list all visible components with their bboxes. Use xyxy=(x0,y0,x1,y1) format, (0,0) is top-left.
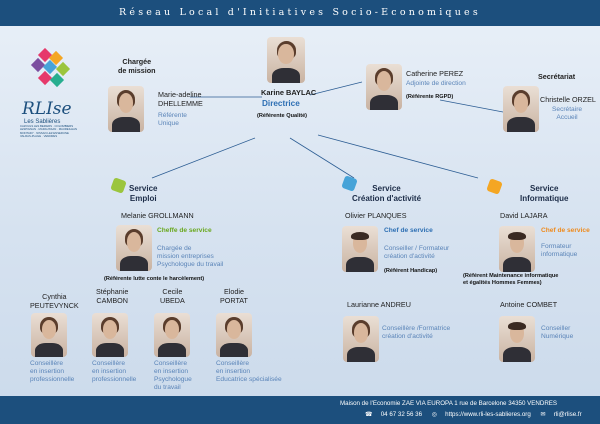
creation-chef-role: Conseiller / Formateur création d'activi… xyxy=(384,245,450,260)
footer-email[interactable]: rli@rlise.fr xyxy=(553,411,582,418)
footer: Maison de l'Economie ZAE VIA EUROPA 1 ru… xyxy=(0,396,600,424)
mail-icon: ✉ xyxy=(540,411,546,418)
adjointe-name: Catherine PEREZ xyxy=(406,69,464,78)
emploi-staff-photo xyxy=(216,313,252,357)
adjointe-role: Adjointe de direction xyxy=(406,80,466,87)
service-emploi-title: Service Emploi xyxy=(129,184,158,203)
directrice-name: Karine BAYLAC xyxy=(261,88,317,97)
emploi-staff-name: Elodie PORTAT xyxy=(220,287,248,305)
emploi-chef-badge: Cheffe de service xyxy=(157,227,212,234)
secretariat-label: Secrétariat xyxy=(538,72,576,81)
creation-staff-role: Conseillère /Formatrice création d'activ… xyxy=(382,325,451,340)
emploi-staff-role: Conseillère en insertion professionnelle xyxy=(92,360,137,383)
emploi-staff-photo xyxy=(154,313,190,357)
informatique-staff-name: Antoine COMBET xyxy=(500,300,558,309)
creation-staff-photo xyxy=(343,316,379,362)
mission-name: Marie-adeline DHELLEMME xyxy=(158,90,203,108)
emploi-staff-photo xyxy=(31,313,67,357)
logo-towns-line: MONTADY · NISSAN LEZ ENSERUNE xyxy=(20,130,69,135)
mission-photo xyxy=(108,86,144,132)
emploi-staff-role: Conseillère en insertion Educatrice spéc… xyxy=(216,360,282,383)
creation-staff-name: Laurianne ANDREU xyxy=(347,300,411,309)
footer-website[interactable]: https://www.rli-les-sablieres.org xyxy=(445,411,531,418)
directrice-role: Directrice xyxy=(262,99,300,108)
logo-towns-line: VALRAS-PLAGE · VENDRES xyxy=(20,134,58,139)
logo-subtitle: Les Sablières xyxy=(24,119,61,125)
header-title: Réseau Local d'Initiatives Socio-Economi… xyxy=(0,0,600,26)
emploi-staff-name: Cynthia PEUTEVYNCK xyxy=(30,292,79,310)
emploi-chef-name: Melanie GROLLMANN xyxy=(121,211,194,220)
informatique-chef-badge: Chef de service xyxy=(541,227,590,234)
phone-icon: ☎ xyxy=(365,411,373,418)
creation-chef-note: (Référent Handicap) xyxy=(384,268,438,274)
directrice-photo xyxy=(267,37,305,83)
informatique-staff-photo xyxy=(499,316,535,362)
emploi-staff-role: Conseillère en insertion professionnelle xyxy=(30,360,75,383)
informatique-chef-photo xyxy=(499,226,535,272)
secretariat-name: Christelle ORZEL xyxy=(540,95,596,104)
emploi-staff-name: Cecile UBEDA xyxy=(160,287,185,305)
footer-address: Maison de l'Economie ZAE VIA EUROPA 1 ru… xyxy=(340,400,558,407)
logo-towns-line: CAZOULS LES BEZIERS · COLOMBIERS xyxy=(20,124,74,128)
emploi-chef-photo xyxy=(116,225,152,271)
emploi-chef-role: Chargée de mission entreprises Psycholog… xyxy=(157,245,224,268)
creation-chef-name: Olivier PLANQUES xyxy=(345,211,407,220)
globe-icon: ◎ xyxy=(431,411,438,418)
mission-role: Référente Unique xyxy=(158,112,187,127)
informatique-chef-note: (Référent Maintenance informatique et ég… xyxy=(463,273,559,286)
logo-brand: RLIse xyxy=(22,99,72,119)
adjointe-note: (Référente RGPD) xyxy=(406,94,454,100)
directrice-note: (Référente Qualité) xyxy=(257,113,308,119)
footer-phone[interactable]: 04 67 32 56 36 xyxy=(380,411,423,418)
logo-towns-line: LESPIGNAN · MARAUSSAN · MAUREILHAN xyxy=(20,127,78,132)
emploi-staff-photo xyxy=(92,313,128,357)
informatique-chef-role: Formateur informatique xyxy=(541,243,578,258)
secretariat-role: Secrétaire Accueil xyxy=(552,106,583,121)
creation-chef-photo xyxy=(342,226,378,272)
creation-chef-badge: Chef de service xyxy=(384,227,433,234)
emploi-staff-name: Stéphanie CAMBON xyxy=(96,287,129,305)
emploi-chef-note: (Référente lutte conte le harcèlement) xyxy=(104,276,205,282)
informatique-chef-name: David LAJARA xyxy=(500,211,548,220)
service-creation-title: Service Création d'activité xyxy=(352,184,422,203)
service-informatique-title: Service Informatique xyxy=(520,184,569,203)
mission-label: Chargée de mission xyxy=(118,57,156,75)
adjointe-photo xyxy=(366,64,402,110)
rlise-logo: RLIse Les Sablières CAZOULS LES BEZIERS … xyxy=(18,47,88,138)
emploi-staff-role: Conseillère en insertion Psychologue du … xyxy=(154,360,192,391)
informatique-staff-role: Conseiller Numérique xyxy=(541,325,574,340)
secretariat-photo xyxy=(503,86,539,132)
